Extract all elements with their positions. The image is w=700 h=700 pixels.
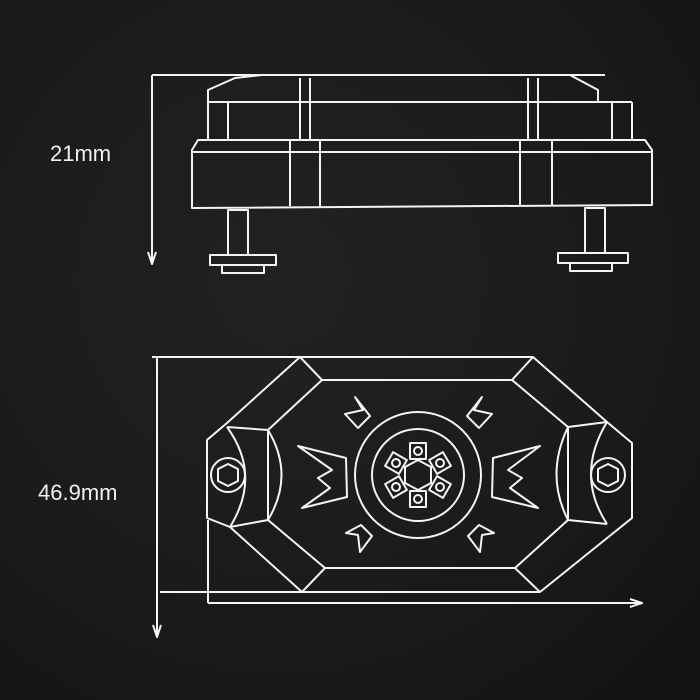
mounting-foot-left bbox=[209, 209, 277, 274]
center-lens bbox=[354, 411, 482, 539]
top-view-housing bbox=[206, 356, 633, 593]
mounting-foot-right bbox=[557, 207, 629, 272]
height-dimension-line bbox=[147, 74, 605, 265]
height-dimension-label: 21mm bbox=[50, 141, 112, 166]
led-arrow-marks bbox=[297, 396, 541, 553]
screw-left-icon bbox=[210, 457, 246, 493]
screw-right-icon bbox=[590, 457, 626, 493]
width-dimension-line bbox=[152, 356, 643, 638]
width-dimension-label: 46.9mm bbox=[38, 480, 118, 505]
side-view-body bbox=[191, 74, 653, 209]
